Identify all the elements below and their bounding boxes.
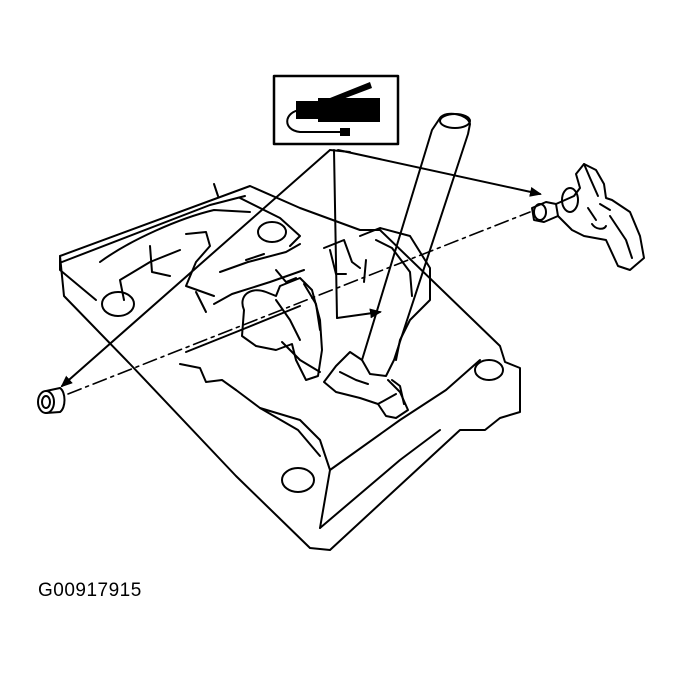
housing-inner-ridge bbox=[99, 209, 251, 263]
gate-plate bbox=[359, 227, 431, 361]
lever-base bbox=[323, 351, 409, 419]
housing-outline bbox=[59, 185, 521, 551]
shift-lever bbox=[323, 112, 471, 419]
housing-top-edge bbox=[59, 255, 97, 301]
left-bushing bbox=[37, 387, 66, 414]
mount-hole-bottom bbox=[281, 467, 315, 493]
shift-housing bbox=[59, 183, 521, 551]
mount-hole-right bbox=[474, 359, 504, 381]
assembly-centerline bbox=[67, 211, 531, 395]
grease-gun-callout bbox=[272, 74, 400, 146]
cable-end-bracket bbox=[531, 163, 645, 271]
figure-id-label: G00917915 bbox=[38, 580, 142, 601]
arrow-to-right-cable-end bbox=[337, 149, 542, 197]
mount-hole-top bbox=[257, 221, 287, 243]
detent-cam bbox=[241, 269, 323, 381]
callout-arrows bbox=[60, 149, 542, 388]
grease-gun-icon bbox=[286, 82, 380, 136]
callout-box bbox=[272, 74, 400, 146]
mount-hole-left bbox=[101, 291, 135, 317]
arrow-to-lever-pivot bbox=[333, 149, 338, 319]
arrow-to-left-bushing bbox=[60, 149, 331, 388]
arrow-to-lever-pivot-tip bbox=[336, 308, 382, 319]
